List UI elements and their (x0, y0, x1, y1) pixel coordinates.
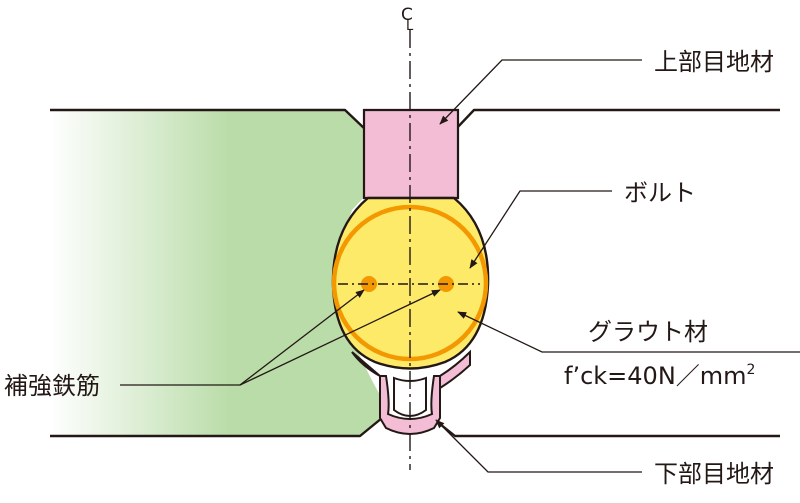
rebar-left-dot (361, 276, 377, 292)
bolt-ring (331, 204, 489, 362)
leader-upper-joint (439, 59, 642, 125)
label-rebar: 補強鉄筋 (4, 372, 100, 400)
label-lower-joint: 下部目地材 (654, 460, 774, 488)
label-bolt: ボルト (624, 179, 696, 207)
leader-lower-joint (435, 419, 642, 473)
label-grout-spec-main: f’ck=40N／mm (564, 362, 747, 390)
label-upper-joint: 上部目地材 (654, 48, 774, 76)
leader-bolt (469, 190, 612, 269)
upper-joint-material (362, 108, 460, 200)
lower-joint-material (351, 349, 471, 435)
centerline-symbol-c: C (401, 5, 413, 25)
lower-joint-inner-void (393, 376, 427, 417)
leader-rebar-right (239, 289, 441, 386)
label-grout-spec: f’ck=40N／mm2 (564, 362, 755, 390)
label-grout: グラウト材 (588, 318, 708, 346)
centerline-symbol-l: L (406, 19, 414, 34)
left-slab (50, 110, 380, 436)
leader-lines (120, 59, 800, 473)
leader-grout (457, 311, 800, 353)
label-grout-spec-sup: 2 (747, 362, 756, 378)
